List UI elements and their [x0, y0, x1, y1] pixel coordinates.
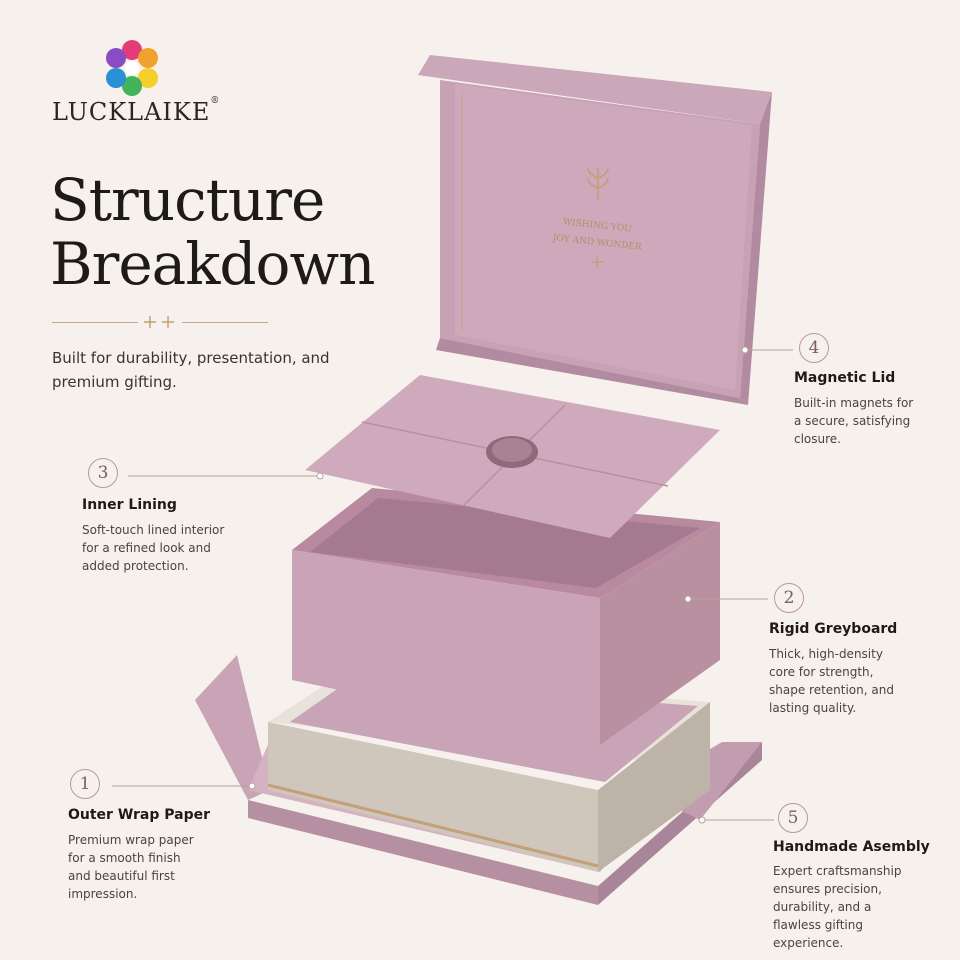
- brand-logo-text: LUCKLAIKE®: [52, 96, 221, 126]
- callout-title-outer-wrap-paper: Outer Wrap Paper: [68, 807, 211, 823]
- middle-box-side: [600, 522, 720, 745]
- divider-left: [52, 322, 138, 323]
- divider-ornament-icon: [144, 316, 174, 328]
- callout-title-magnetic-lid: Magnetic Lid: [794, 370, 896, 386]
- callout-desc-rigid-greyboard: Thick, high-density core for strength, s…: [769, 647, 894, 715]
- callout-number-5: 5: [778, 803, 808, 833]
- page-title: Structure Breakdown: [50, 166, 375, 298]
- callout-desc-inner-lining: Soft-touch lined interior for a refined …: [82, 523, 225, 573]
- callout-number-4: 4: [799, 333, 829, 363]
- callout-desc-handmade-assembly: Expert craftsmanship ensures precision, …: [773, 864, 902, 950]
- callout-number-3: 3: [88, 458, 118, 488]
- logo-flower-icon: [106, 40, 158, 96]
- callout-desc-outer-wrap-paper: Premium wrap paper for a smooth finish a…: [68, 833, 194, 901]
- callout-title-inner-lining: Inner Lining: [82, 497, 177, 513]
- middle-box-front: [292, 550, 600, 745]
- divider-right: [182, 322, 268, 323]
- brand-name: LUCKLAIKE: [52, 98, 211, 126]
- brand-registered-mark: ®: [210, 96, 221, 106]
- greyboard-front: [268, 722, 598, 872]
- base-left-flap: [195, 655, 270, 800]
- callout-number-2: 2: [774, 583, 804, 613]
- greyboard-side: [598, 702, 710, 872]
- title-line-2: Breakdown: [50, 230, 375, 298]
- callout-number-1: 1: [70, 769, 100, 799]
- callout-desc-magnetic-lid: Built-in magnets for a secure, satisfyin…: [794, 396, 914, 446]
- base-front-edge: [248, 800, 598, 905]
- callout-title-handmade-assembly: Handmade Asembly: [773, 839, 930, 855]
- leaf-ornament-icon: [587, 167, 609, 200]
- callout-title-rigid-greyboard: Rigid Greyboard: [769, 621, 898, 637]
- title-line-1: Structure: [50, 166, 325, 234]
- intro-text: Built for durability, presentation, and …: [52, 349, 330, 391]
